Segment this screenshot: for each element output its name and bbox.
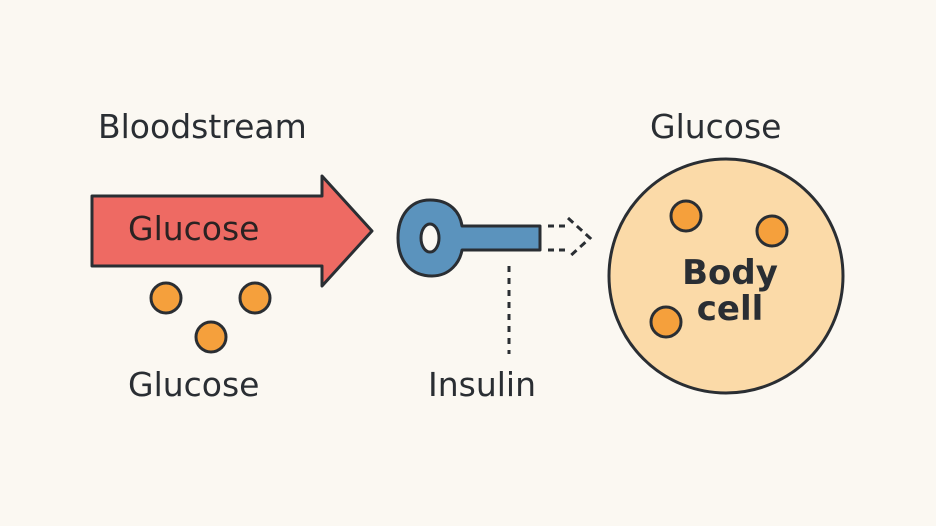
glucose-molecule — [755, 214, 789, 248]
glucose-molecule — [238, 281, 272, 315]
glucose-top-label: Glucose — [650, 107, 782, 146]
insulin-key-icon — [396, 198, 542, 278]
glucose-bottom-label: Glucose — [128, 365, 260, 404]
bloodstream-arrow — [90, 174, 374, 288]
dashed-arrow — [548, 216, 593, 260]
arrow-glucose-label: Glucose — [128, 209, 260, 248]
glucose-molecule — [149, 281, 183, 315]
glucose-molecule — [649, 305, 683, 339]
insulin-label: Insulin — [428, 365, 537, 404]
glucose-molecule — [669, 199, 703, 233]
bloodstream-label: Bloodstream — [98, 107, 307, 146]
body-cell-label: Body cell — [682, 253, 778, 329]
glucose-molecule — [194, 320, 228, 354]
